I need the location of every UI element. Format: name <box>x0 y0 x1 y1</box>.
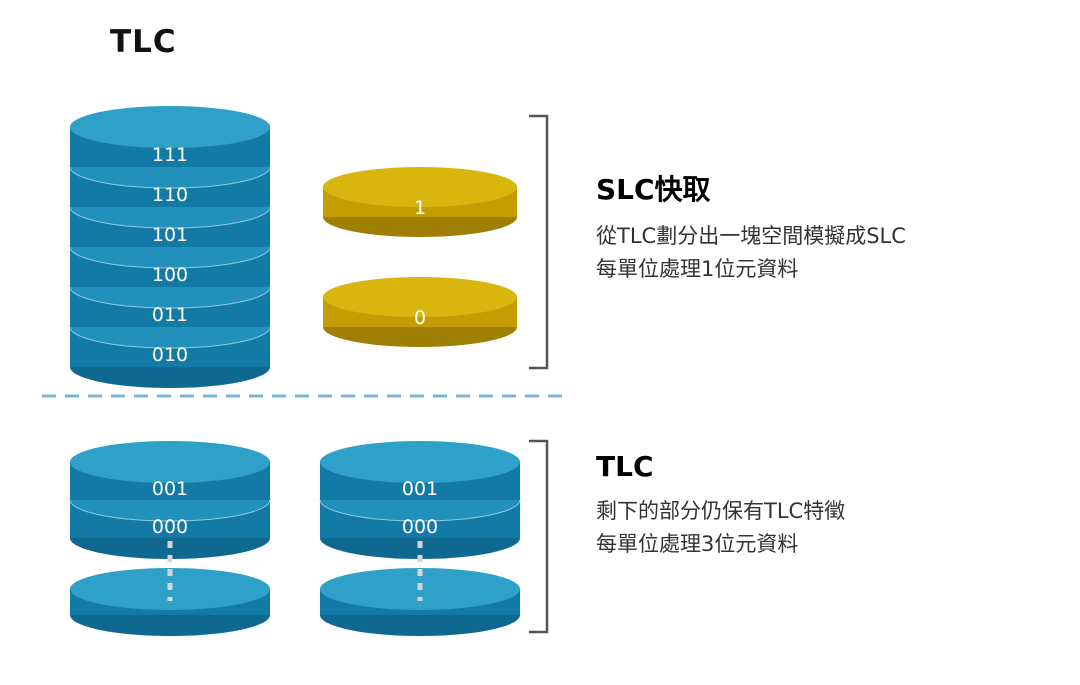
tlc-remaining-stack-left: 001 000 <box>69 441 271 636</box>
tlc-desc-line1: 剩下的部分仍保有TLC特徵 <box>596 499 846 523</box>
slc-cache-text-block: SLC快取 從TLC劃分出一塊空間模擬成SLC 每單位處理1位元資料 <box>596 168 1066 286</box>
tlc-cell-label-011: 011 <box>152 304 188 326</box>
slc-cache-desc-line1: 從TLC劃分出一塊空間模擬成SLC <box>596 224 906 248</box>
tlc-text-block: TLC 剩下的部分仍保有TLC特徵 每單位處理3位元資料 <box>596 450 1066 561</box>
tlc-cell-label-000: 000 <box>152 516 188 538</box>
tlc-cell-label-101: 101 <box>152 224 188 246</box>
top-section-bracket <box>529 114 549 370</box>
tlc-cell-label-111: 111 <box>152 144 188 166</box>
tlc-cylinder-stack: 111 110 101 100 011 010 <box>69 106 271 388</box>
tlc-heading: TLC <box>596 450 654 483</box>
tlc-cell-label-110: 110 <box>152 184 188 206</box>
slc-disk-one: 1 <box>323 167 517 237</box>
tlc-cell-label-001: 001 <box>402 478 438 500</box>
tlc-stack-title: TLC <box>110 24 177 60</box>
tlc-cell-label-001: 001 <box>152 478 188 500</box>
tlc-cell-label-000: 000 <box>402 516 438 538</box>
slc-cell-label-0: 0 <box>414 307 426 329</box>
slc-cell-label-1: 1 <box>414 197 426 219</box>
tlc-remaining-stack-right: 001 000 <box>319 441 521 636</box>
bottom-section-bracket <box>529 439 549 634</box>
tlc-cell-label-100: 100 <box>152 264 188 286</box>
tlc-desc-line2: 每單位處理3位元資料 <box>596 532 799 556</box>
slc-cache-heading: SLC快取 <box>596 173 711 206</box>
tlc-cell-label-010: 010 <box>152 344 188 366</box>
slc-cache-desc-line2: 每單位處理1位元資料 <box>596 257 799 281</box>
slc-disk-zero: 0 <box>323 277 517 347</box>
